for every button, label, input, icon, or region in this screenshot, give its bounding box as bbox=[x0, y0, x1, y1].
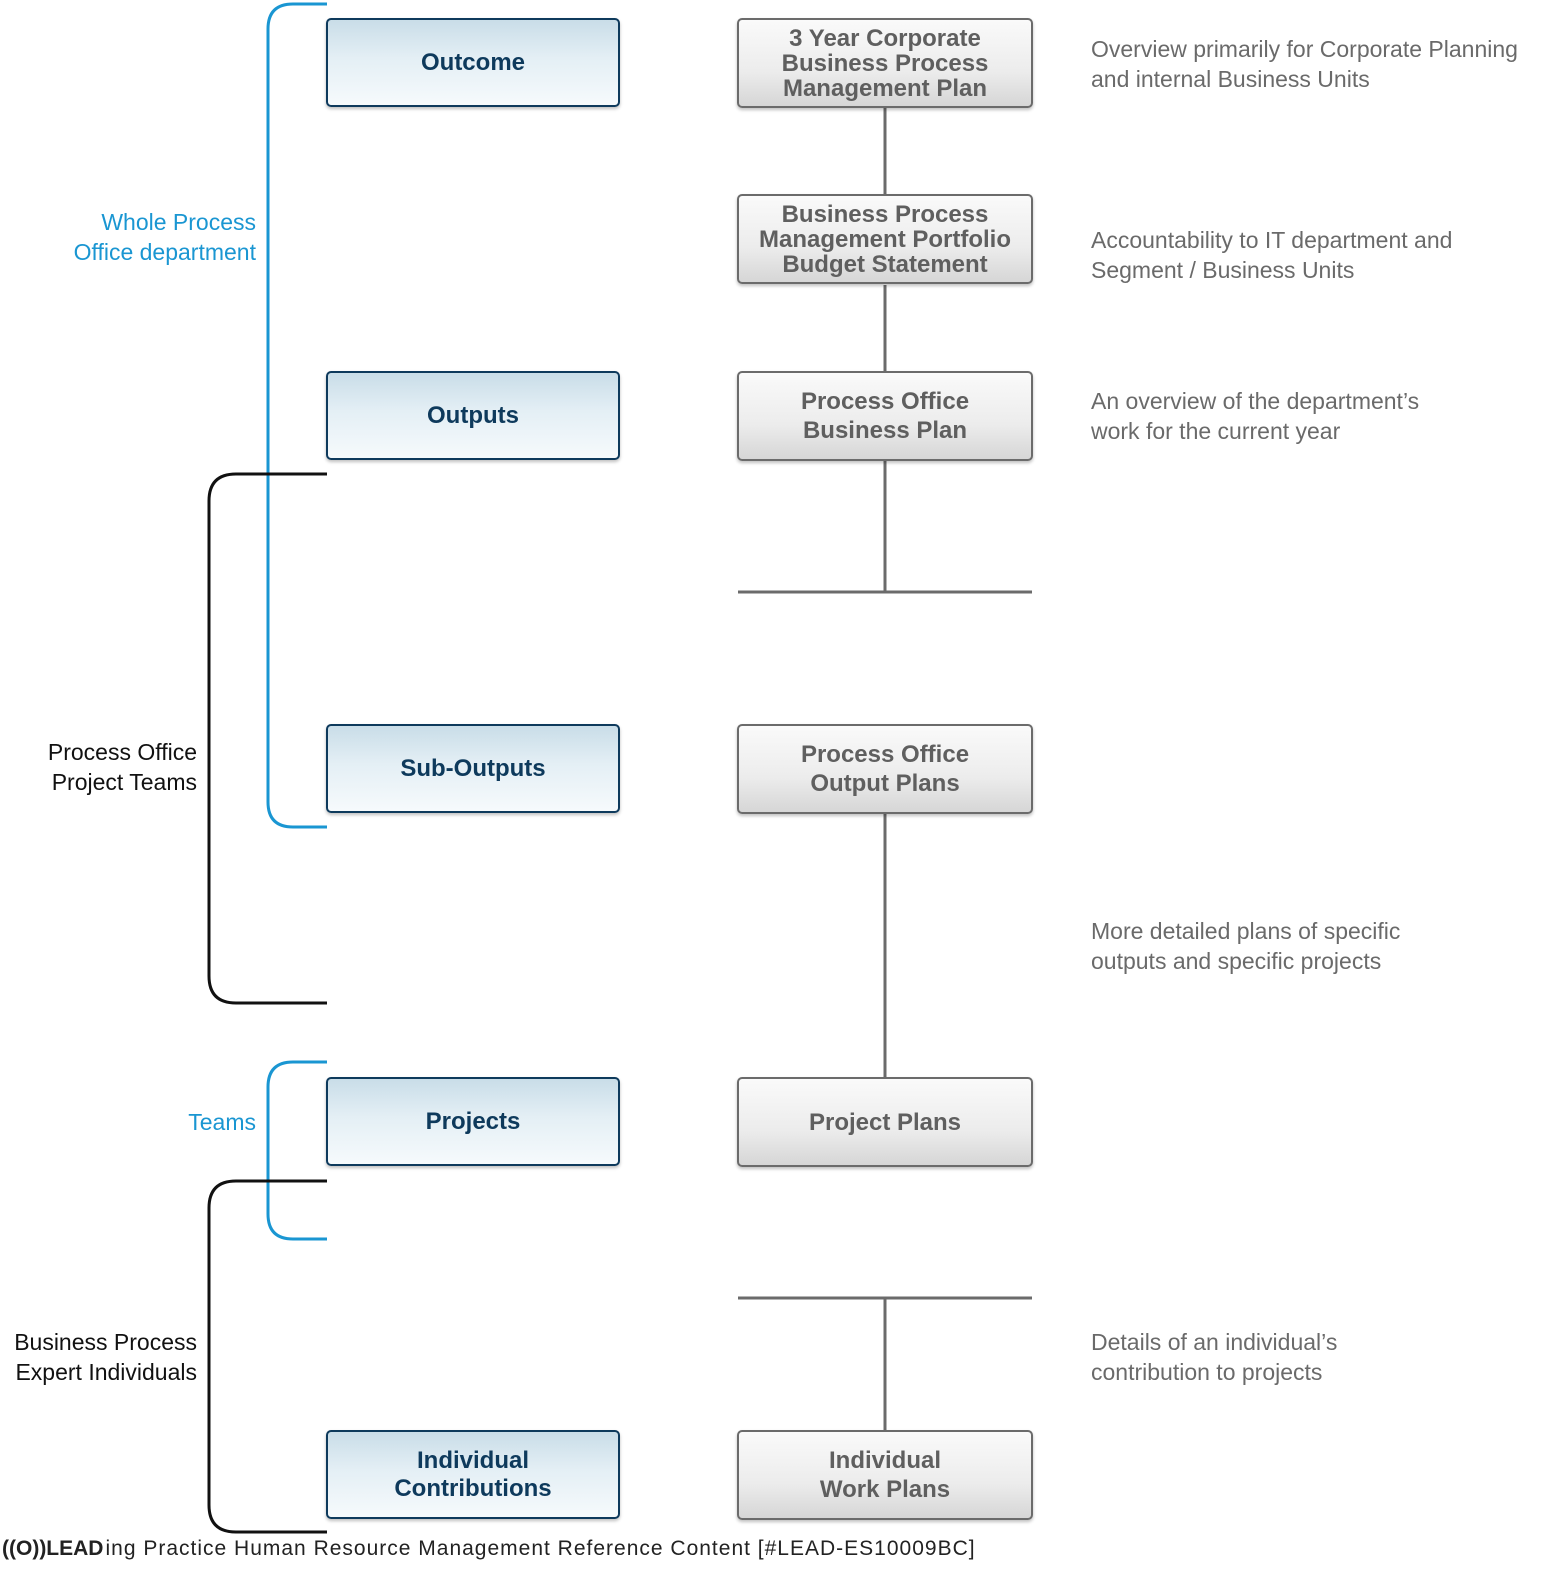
group-label-expert-individuals: Business Process Expert Individuals bbox=[14, 1329, 197, 1385]
level-label: Individual Contributions bbox=[394, 1446, 552, 1502]
plan-label: Business Process Management Portfolio Bu… bbox=[758, 200, 1011, 278]
plan-box-project-plans: Project Plans bbox=[737, 1077, 1033, 1167]
plan-box-business-plan: Process Office Business Plan bbox=[737, 371, 1033, 461]
plan-box-output-plans: Process Office Output Plans bbox=[737, 724, 1033, 814]
plan-box-work-plans: Individual Work Plans bbox=[737, 1430, 1033, 1520]
bracket-expert-individuals bbox=[207, 1179, 327, 1534]
plan-label: 3 Year Corporate Business Process Manage… bbox=[781, 24, 989, 102]
level-box-outcome: Outcome bbox=[326, 18, 620, 107]
group-label-project-teams: Process Office Project Teams bbox=[47, 739, 197, 795]
description-business-plan: An overview of the department’s work for… bbox=[1091, 388, 1420, 444]
bracket-whole-office bbox=[266, 2, 327, 829]
level-box-projects: Projects bbox=[326, 1077, 620, 1166]
footer-credit: ((O))LEAD ing Practice Human Resource Ma… bbox=[2, 1537, 976, 1561]
level-label: Projects bbox=[425, 1107, 521, 1135]
level-label: Outcome bbox=[420, 48, 525, 76]
plan-label: Process Office Output Plans bbox=[800, 741, 970, 797]
description-output-plans: More detailed plans of specific outputs … bbox=[1091, 918, 1401, 974]
level-box-outputs: Outputs bbox=[326, 371, 620, 460]
leading-practice-logo: ((O))LEAD bbox=[2, 1537, 104, 1560]
description-work-plans: Details of an individual’s contribution … bbox=[1091, 1329, 1338, 1385]
bracket-teams bbox=[266, 1060, 327, 1241]
group-label-whole-office: Whole Process Office department bbox=[73, 209, 256, 265]
group-label-teams: Teams bbox=[188, 1109, 256, 1135]
level-box-sub-outputs: Sub-Outputs bbox=[326, 724, 620, 813]
level-label: Sub-Outputs bbox=[400, 754, 546, 782]
plan-box-corporate-plan: 3 Year Corporate Business Process Manage… bbox=[737, 18, 1033, 108]
bracket-project-teams bbox=[207, 472, 327, 1005]
plan-label: Process Office Business Plan bbox=[800, 388, 970, 444]
footer-text: ing Practice Human Resource Management R… bbox=[105, 1537, 976, 1560]
plan-label: Individual Work Plans bbox=[819, 1447, 951, 1503]
plan-label: Project Plans bbox=[808, 1108, 962, 1136]
level-label: Outputs bbox=[427, 401, 519, 429]
level-box-individual-contributions: Individual Contributions bbox=[326, 1430, 620, 1519]
description-corporate-plan: Overview primarily for Corporate Plannin… bbox=[1091, 36, 1518, 92]
plan-box-budget-statement: Business Process Management Portfolio Bu… bbox=[737, 194, 1033, 284]
description-budget-statement: Accountability to IT department and Segm… bbox=[1091, 227, 1453, 283]
